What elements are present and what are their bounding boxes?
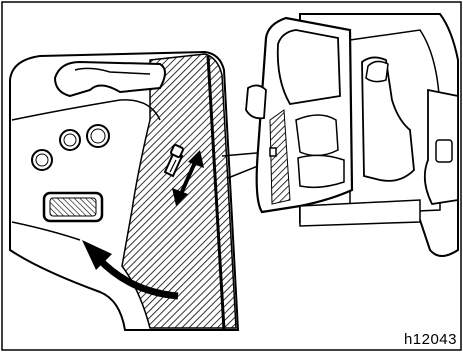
door-window-frame [278, 30, 340, 104]
vehicle-open-door [246, 14, 458, 256]
side-mirror [246, 85, 266, 118]
panel-plug-left [32, 150, 52, 170]
figure-id-label: h12043 [404, 331, 457, 348]
door-panel-inset [10, 52, 238, 330]
door-lock-point [270, 148, 276, 156]
tail-light [436, 140, 452, 162]
panel-plug-middle [60, 130, 80, 150]
panel-plug-right [87, 125, 109, 147]
headrest [366, 61, 388, 81]
slotted-cover [44, 193, 102, 221]
door-armrest [296, 115, 338, 156]
door-pocket [298, 155, 344, 187]
